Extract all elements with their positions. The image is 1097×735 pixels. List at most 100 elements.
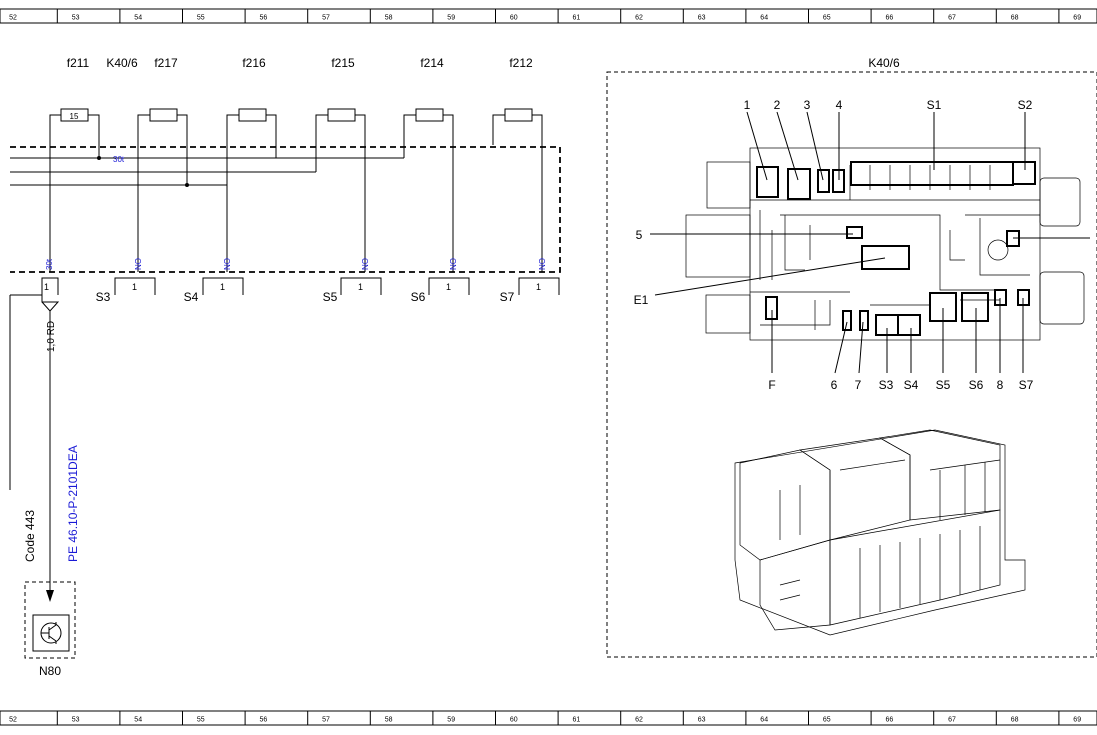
connector-s6: 1: [428, 277, 470, 295]
relay-module-outline: [10, 146, 561, 273]
svg-text:1: 1: [44, 282, 49, 292]
fuse-f216: [226, 108, 277, 158]
ruler-number: 61: [573, 15, 581, 22]
ruler-number: 63: [698, 717, 706, 724]
ruler-number: 62: [635, 15, 643, 22]
slot-label-s4: S4: [904, 378, 919, 392]
connector-s7: 1: [518, 277, 560, 295]
svg-text:1: 1: [132, 282, 137, 292]
connector-s3: 1: [114, 277, 156, 295]
ruler-number: 57: [322, 717, 330, 724]
svg-text:1: 1: [220, 282, 225, 292]
fuse-f212: [492, 108, 543, 145]
socket-label-s7: S7: [500, 290, 515, 304]
connector-s4: 1: [202, 277, 244, 295]
wire-reference-link[interactable]: PE 46.10-P-2101DEA: [66, 445, 80, 562]
leader-lines: [650, 111, 1090, 374]
slot-label-2: 2: [774, 98, 781, 112]
ruler-number: 68: [1011, 717, 1019, 724]
connector-s5: 1: [340, 277, 382, 295]
ruler-number: 65: [823, 717, 831, 724]
fuse-label-f211: f211: [67, 56, 90, 70]
pin-wires: [49, 145, 543, 272]
slot-label-s1: S1: [927, 98, 942, 112]
bus-lines: [10, 145, 405, 187]
ruler-number: 52: [9, 15, 17, 22]
slot-label-s5: S5: [936, 378, 951, 392]
ruler-number: 57: [322, 15, 330, 22]
ruler-number: 59: [447, 717, 455, 724]
ruler-number: 53: [72, 717, 80, 724]
fuse-label-f217: f217: [154, 56, 178, 70]
pin-label-no: NO: [361, 258, 370, 270]
slot-label-f: F: [768, 378, 775, 392]
wire-gauge: 1,0 RD: [46, 321, 57, 352]
ruler-number: 64: [760, 15, 768, 22]
pin-label-no: NO: [134, 258, 143, 270]
ruler-number: 69: [1073, 717, 1081, 724]
slot-label-8: 8: [997, 378, 1004, 392]
svg-text:1: 1: [446, 282, 451, 292]
fuse-label-f215: f215: [331, 56, 355, 70]
bus-label: 30t: [113, 155, 125, 164]
ruler-number: 66: [886, 717, 894, 724]
slot-label-s6: S6: [969, 378, 984, 392]
pin-label-no: NO: [538, 258, 547, 270]
fuse-label-f212: f212: [509, 56, 533, 70]
pin-label-no: NO: [449, 258, 458, 270]
slot-label-4: 4: [836, 98, 843, 112]
ruler-number: 60: [510, 717, 518, 724]
slot-label-5: 5: [636, 228, 643, 242]
socket-label-s6: S6: [411, 290, 426, 304]
ruler-number: 61: [573, 717, 581, 724]
ruler-number: 65: [823, 15, 831, 22]
connector-main: 1: [41, 277, 59, 295]
fuse-f217: [137, 108, 188, 185]
ruler-number: 58: [385, 717, 393, 724]
svg-text:1: 1: [536, 282, 541, 292]
slot-label-1: 1: [744, 98, 751, 112]
ruler-number: 56: [260, 717, 268, 724]
relay-slots: [756, 161, 1036, 336]
slot-label-3: 3: [804, 98, 811, 112]
fuse-f214: [403, 108, 454, 158]
slot-label-e1: E1: [634, 293, 649, 307]
component-n80: [24, 581, 76, 659]
code-label: Code 443: [23, 510, 37, 562]
slot-label-s2: S2: [1018, 98, 1033, 112]
fuse-label-f214: f214: [420, 56, 444, 70]
ruler-number: 67: [948, 717, 956, 724]
ruler-number: 54: [134, 15, 142, 22]
fuse-label-f216: f216: [242, 56, 266, 70]
ruler-number: 53: [72, 15, 80, 22]
relay-label: K40/6: [106, 56, 138, 70]
ruler-number: 68: [1011, 15, 1019, 22]
ruler-number: 55: [197, 15, 205, 22]
fuse-value: 15: [70, 112, 79, 121]
socket-label-s4: S4: [184, 290, 199, 304]
ruler-number: 66: [886, 15, 894, 22]
slot-label-6: 6: [831, 378, 838, 392]
ruler-number: 56: [260, 15, 268, 22]
svg-text:1: 1: [358, 282, 363, 292]
fuse-f215: [315, 108, 366, 158]
ruler-number: 67: [948, 15, 956, 22]
slot-label-7: 7: [855, 378, 862, 392]
ground-symbol: [41, 295, 60, 602]
fuse-f211: 15: [49, 108, 100, 158]
slot-label-s7: S7: [1019, 378, 1034, 392]
pin-label-no: NO: [223, 258, 232, 270]
ruler-number: 54: [134, 717, 142, 724]
ruler-number: 63: [698, 15, 706, 22]
ruler-number: 64: [760, 717, 768, 724]
slot-label-s3: S3: [879, 378, 894, 392]
socket-label-s5: S5: [323, 290, 338, 304]
socket-label-s3: S3: [96, 290, 111, 304]
relay-location-panel: [606, 71, 1097, 658]
ruler-number: 60: [510, 15, 518, 22]
ruler-number: 69: [1073, 15, 1081, 22]
panel-title: K40/6: [868, 56, 900, 70]
